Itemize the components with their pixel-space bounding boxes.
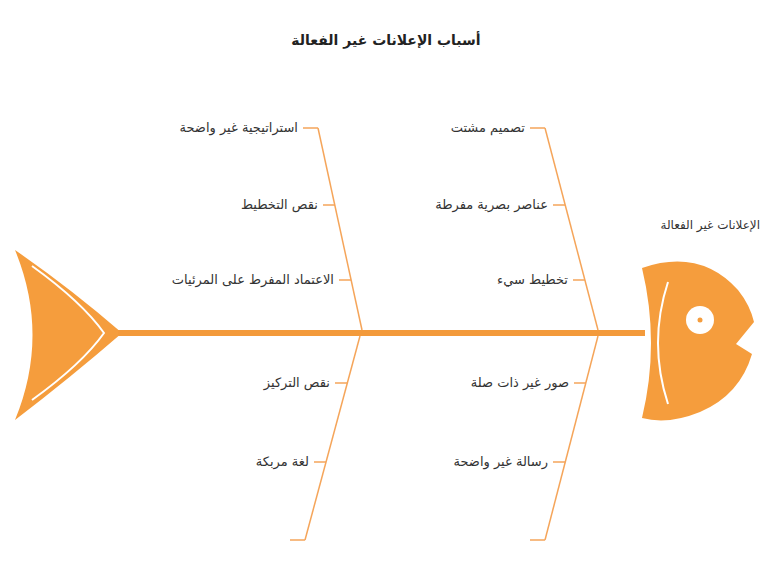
bone: [318, 128, 362, 330]
fish-bones: [290, 128, 598, 540]
fish-tail: [15, 250, 122, 420]
cause-label: لغة مربكة: [256, 454, 309, 470]
bone-tick: [335, 382, 347, 384]
cause-label: استراتيجية غير واضحة: [180, 120, 299, 136]
fish-head: [642, 262, 754, 421]
cause-label: الاعتماد المفرط على المرئيات: [172, 272, 334, 288]
cause-label: تخطيط سيء: [497, 272, 568, 288]
bone-tick: [303, 127, 318, 129]
tail-line: [32, 266, 104, 400]
bone: [305, 336, 360, 540]
diagram-title: أسباب الإعلانات غير الفعالة: [291, 32, 480, 49]
bone-tick: [573, 279, 585, 281]
bone-tick: [553, 461, 565, 463]
head-fill: [642, 262, 754, 421]
bone-tick: [314, 461, 326, 463]
fish-spine: [118, 330, 645, 336]
gill-line: [658, 282, 668, 404]
fish-pupil: [698, 318, 703, 323]
bone-tick: [530, 539, 545, 541]
tail-fill: [15, 250, 122, 420]
bone-tick: [323, 204, 335, 206]
bone-tick: [530, 127, 545, 129]
cause-label: نقص التركيز: [264, 375, 330, 391]
bone: [545, 128, 598, 330]
cause-label: عناصر بصرية مفرطة: [435, 197, 548, 213]
bone: [545, 336, 598, 540]
bone-tick: [339, 279, 351, 281]
cause-label: صور غير ذات صلة: [471, 375, 569, 391]
cause-label: رسالة غير واضحة: [453, 454, 548, 470]
bone-tick: [574, 382, 586, 384]
bone-tick: [553, 204, 565, 206]
effect-label: الإعلانات غير الفعالة: [660, 218, 760, 232]
cause-label: تصميم مشتت: [451, 120, 525, 136]
bone-tick: [290, 539, 305, 541]
cause-label: نقص التخطيط: [241, 197, 318, 213]
fish-eye: [686, 306, 714, 334]
